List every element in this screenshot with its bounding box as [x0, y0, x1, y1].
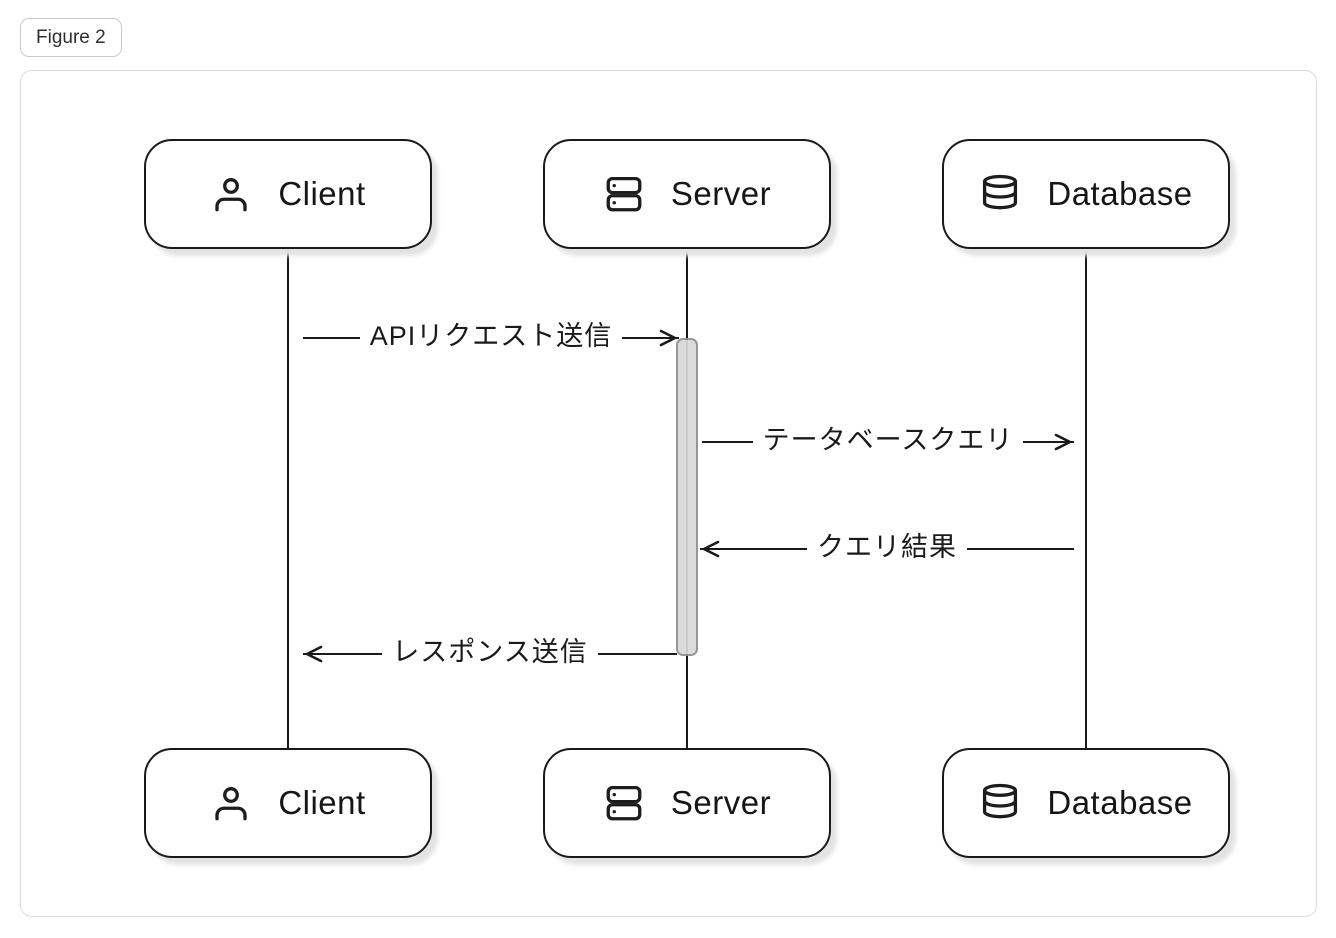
message-label: テータベースクエリ — [762, 424, 1014, 455]
message-label: APIリクエスト送信 — [369, 320, 613, 351]
message-query-result: クエリ結果 — [700, 529, 1074, 569]
figure-badge: Figure 2 — [20, 18, 122, 57]
message-line — [303, 337, 360, 339]
actor-box-client-bottom: Client — [144, 748, 432, 858]
actor-box-database-top: Database — [942, 139, 1230, 249]
server-icon — [603, 173, 645, 215]
arrowhead-right-icon — [657, 327, 679, 349]
message-line — [622, 337, 679, 339]
database-icon — [979, 782, 1021, 824]
lifeline-database — [1084, 249, 1088, 748]
actor-label: Server — [670, 175, 772, 212]
actor-label: Server — [670, 784, 772, 821]
actor-label: Client — [278, 175, 366, 212]
actor-box-client-top: Client — [144, 139, 432, 249]
actor-box-server-top: Server — [543, 139, 831, 249]
database-icon — [979, 173, 1021, 215]
message-api-request: APIリクエスト送信 — [303, 318, 679, 358]
message-database-query: テータベースクエリ — [702, 422, 1074, 462]
activation-bar-server — [676, 338, 698, 656]
figure-label: Figure 2 — [36, 26, 106, 48]
lifeline-client — [286, 249, 290, 748]
diagram-canvas: Client Server Database — [20, 70, 1317, 917]
actor-box-server-bottom: Server — [543, 748, 831, 858]
actor-box-database-bottom: Database — [942, 748, 1230, 858]
message-line — [597, 653, 677, 655]
arrowhead-right-icon — [1052, 431, 1074, 453]
server-icon — [603, 782, 645, 824]
message-response: レスポンス送信 — [303, 634, 677, 674]
actor-label: Database — [1047, 784, 1193, 821]
message-line — [967, 548, 1074, 550]
actor-label: Client — [278, 784, 366, 821]
message-label: クエリ結果 — [817, 531, 957, 562]
user-icon — [210, 782, 252, 824]
message-line — [303, 653, 383, 655]
message-line — [702, 441, 753, 443]
actor-label: Database — [1047, 175, 1193, 212]
message-label: レスポンス送信 — [392, 636, 588, 667]
message-line — [700, 548, 807, 550]
message-line — [1023, 441, 1074, 443]
user-icon — [210, 173, 252, 215]
